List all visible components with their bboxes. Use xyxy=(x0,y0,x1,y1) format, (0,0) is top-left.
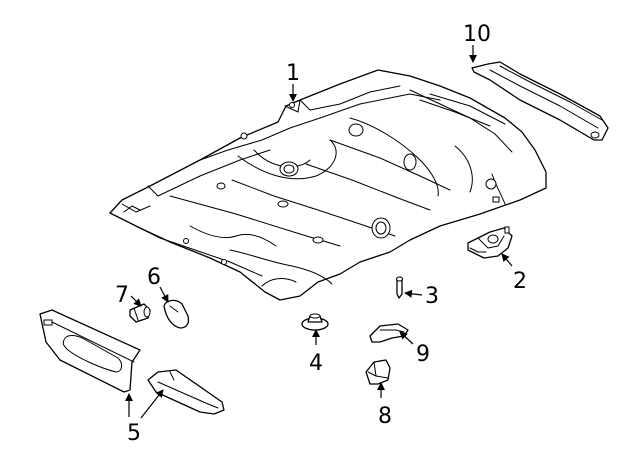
screw-part xyxy=(396,276,403,299)
trim-strip-part xyxy=(471,61,609,141)
callout-2: 2 xyxy=(513,269,527,294)
callout-3: 3 xyxy=(425,284,439,309)
callout-leaders xyxy=(125,45,513,419)
bracket-part xyxy=(369,323,409,343)
leader-6 xyxy=(159,286,169,303)
callout-5: 5 xyxy=(127,421,141,446)
callout-7: 7 xyxy=(115,283,129,308)
leader-7 xyxy=(130,295,142,307)
callout-10: 10 xyxy=(463,22,491,47)
sun-visor-right-part xyxy=(147,369,225,415)
bulb-plug-part xyxy=(129,303,151,323)
visor-holder-part xyxy=(163,299,190,329)
dome-lamp-part xyxy=(467,226,513,259)
leader-5b xyxy=(140,389,164,419)
sun-visor-left-part xyxy=(39,309,141,393)
callout-4: 4 xyxy=(309,351,323,376)
clip-bracket-part xyxy=(365,359,391,385)
retainer-clip-part xyxy=(301,313,329,331)
headliner-panel-part xyxy=(109,69,547,301)
leader-9 xyxy=(399,331,414,345)
callout-9: 9 xyxy=(416,342,430,367)
callout-labels: 1 2 3 4 5 6 7 8 9 10 xyxy=(115,22,527,446)
callout-8: 8 xyxy=(378,404,392,429)
callout-6: 6 xyxy=(147,265,161,290)
leader-3 xyxy=(404,289,423,298)
callout-1: 1 xyxy=(286,61,300,86)
leader-2 xyxy=(501,253,513,267)
